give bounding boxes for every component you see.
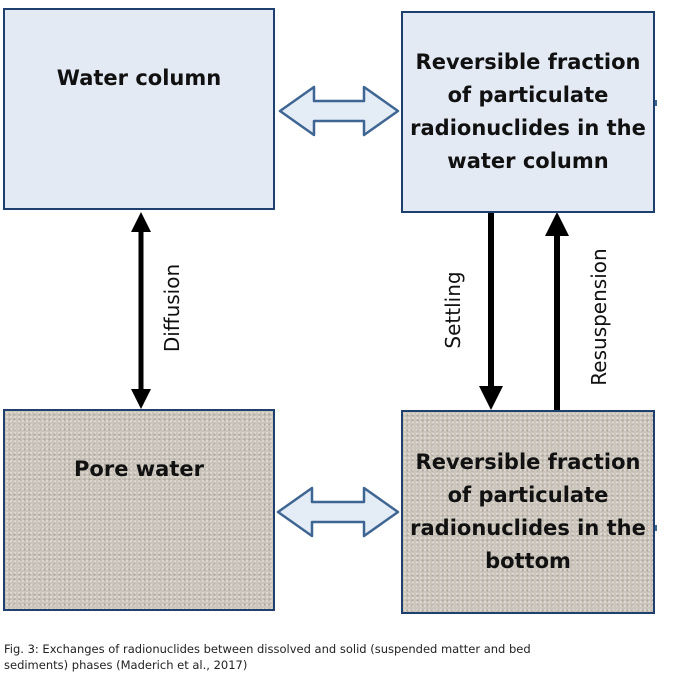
resuspension-arrow xyxy=(545,212,569,410)
pore-water-box: Pore water xyxy=(3,409,275,611)
exchange-arrow-bottom xyxy=(276,486,400,538)
water-column-label: Water column xyxy=(56,66,222,90)
reversible-bottom-line: of particulate xyxy=(447,483,609,507)
reversible-water-line: radionuclides in the xyxy=(410,116,646,140)
settling-label: Settling xyxy=(441,271,465,349)
water-column-box: Water column xyxy=(3,8,275,210)
reversible-water-line: Reversible fraction xyxy=(415,50,641,74)
reversible-fraction-bottom-box: Reversible fraction of particulate radio… xyxy=(401,410,655,614)
diffusion-arrow xyxy=(131,212,151,409)
reversible-fraction-water-box: Reversible fraction of particulate radio… xyxy=(401,11,655,213)
resuspension-label: Resuspension xyxy=(587,248,611,386)
reversible-water-line: water column xyxy=(447,149,609,173)
edge-mark xyxy=(655,525,657,531)
settling-arrow xyxy=(479,213,503,410)
diffusion-label: Diffusion xyxy=(160,263,184,353)
reversible-water-line: of particulate xyxy=(447,83,609,107)
reversible-bottom-line: Reversible fraction xyxy=(415,450,641,474)
figure-caption: Fig. 3: Exchanges of radionuclides betwe… xyxy=(4,641,564,673)
caption-line: Fig. 3: Exchanges of radionuclides betwe… xyxy=(4,642,531,656)
pore-water-label: Pore water xyxy=(74,457,204,481)
reversible-bottom-line: radionuclides in the xyxy=(410,516,646,540)
reversible-bottom-line: bottom xyxy=(485,549,571,573)
edge-mark xyxy=(655,100,657,106)
caption-line: sediments) phases (Maderich et al., 2017… xyxy=(4,658,248,672)
exchange-arrow-top xyxy=(278,85,400,137)
